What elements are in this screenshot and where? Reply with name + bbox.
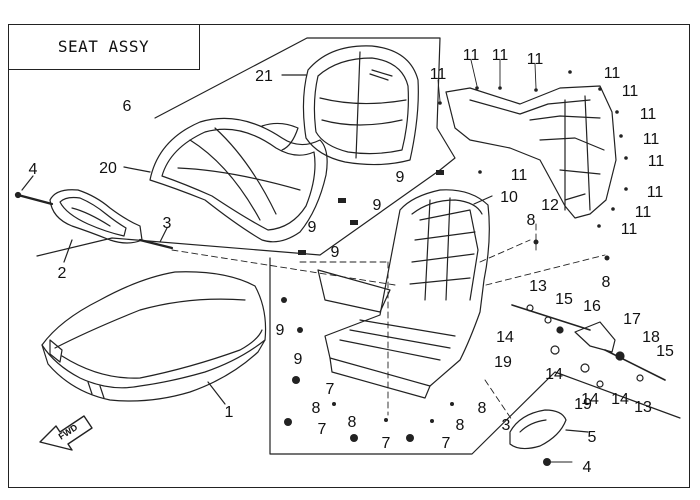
hardware-row [511,304,666,388]
callout-c3a: 3 [163,215,172,232]
callout-c12: 12 [541,197,559,214]
callout-c9d: 9 [331,244,340,261]
callout-c11h: 11 [643,131,660,148]
main-seat [41,271,267,402]
callout-c10: 10 [500,189,518,206]
callout-c3b: 3 [502,417,511,434]
backrest-pad [302,45,419,166]
bolt-left [14,191,54,206]
callout-c8b: 8 [348,414,357,431]
callout-c4b: 4 [583,459,592,476]
callout-c14c: 14 [581,391,599,408]
callout-c5: 5 [588,429,597,446]
callout-c11f: 11 [622,83,639,100]
callout-c11b: 11 [492,47,509,64]
callout-c9f: 9 [294,351,303,368]
callout-c19a: 19 [494,354,512,371]
callout-c16: 16 [583,298,601,315]
group-6-boundary [36,37,456,257]
title-box: SEAT ASSY [8,24,200,70]
callout-c14b: 14 [545,366,563,383]
callout-c11i: 11 [648,153,665,170]
callout-c8f: 8 [602,274,611,291]
callout-c8c: 8 [478,400,487,417]
callout-c11c: 11 [527,51,544,68]
alignment-lines [171,223,606,421]
callout-c6: 6 [123,98,132,115]
callout-c11d: 11 [430,66,447,83]
callout-c14d: 14 [611,391,629,408]
fwd-arrow [39,415,93,451]
callout-c11j: 11 [511,167,528,184]
callout-c9a: 9 [396,169,405,186]
seat-cover [149,117,328,243]
callout-c8d: 8 [456,417,465,434]
bolt-3-left [138,238,174,250]
callout-c9e: 9 [276,322,285,339]
callout-c1: 1 [225,404,234,421]
callout-c7a: 7 [326,381,335,398]
callout-c8e: 8 [527,212,536,229]
callout-c7d: 7 [442,435,451,452]
callout-c17: 17 [623,311,641,328]
callout-c11e: 11 [604,65,621,82]
callout-c11m: 11 [621,221,638,238]
callout-c9c: 9 [308,219,317,236]
frame-assy-boundary [269,257,681,455]
right-handle [509,409,567,450]
fasteners [281,70,628,466]
callout-c19b: 19 [574,396,592,413]
callout-c20: 20 [99,160,117,177]
callout-c8a: 8 [312,400,321,417]
callout-c15a: 15 [555,291,573,308]
callout-c11l: 11 [635,204,652,221]
seat-frame [317,189,490,399]
side-panel [445,85,617,219]
callout-c11g: 11 [640,106,657,123]
callout-c4a: 4 [29,161,38,178]
callout-c18: 18 [642,329,660,346]
callout-c14a: 14 [496,329,514,346]
callout-c15b: 15 [656,343,674,360]
callout-c21: 21 [255,68,273,85]
callout-c11a: 11 [463,47,480,64]
callout-c2: 2 [58,265,67,282]
callout-c11k: 11 [647,184,664,201]
callout-c13a: 13 [529,278,547,295]
callout-c7c: 7 [382,435,391,452]
passenger-handle [49,189,143,244]
callout-c9b: 9 [373,197,382,214]
callout-c7b: 7 [318,421,327,438]
callout-c13b: 13 [634,399,652,416]
leaders-11 [437,59,537,102]
diagram-title: SEAT ASSY [57,37,150,56]
outer-frame [8,24,690,488]
